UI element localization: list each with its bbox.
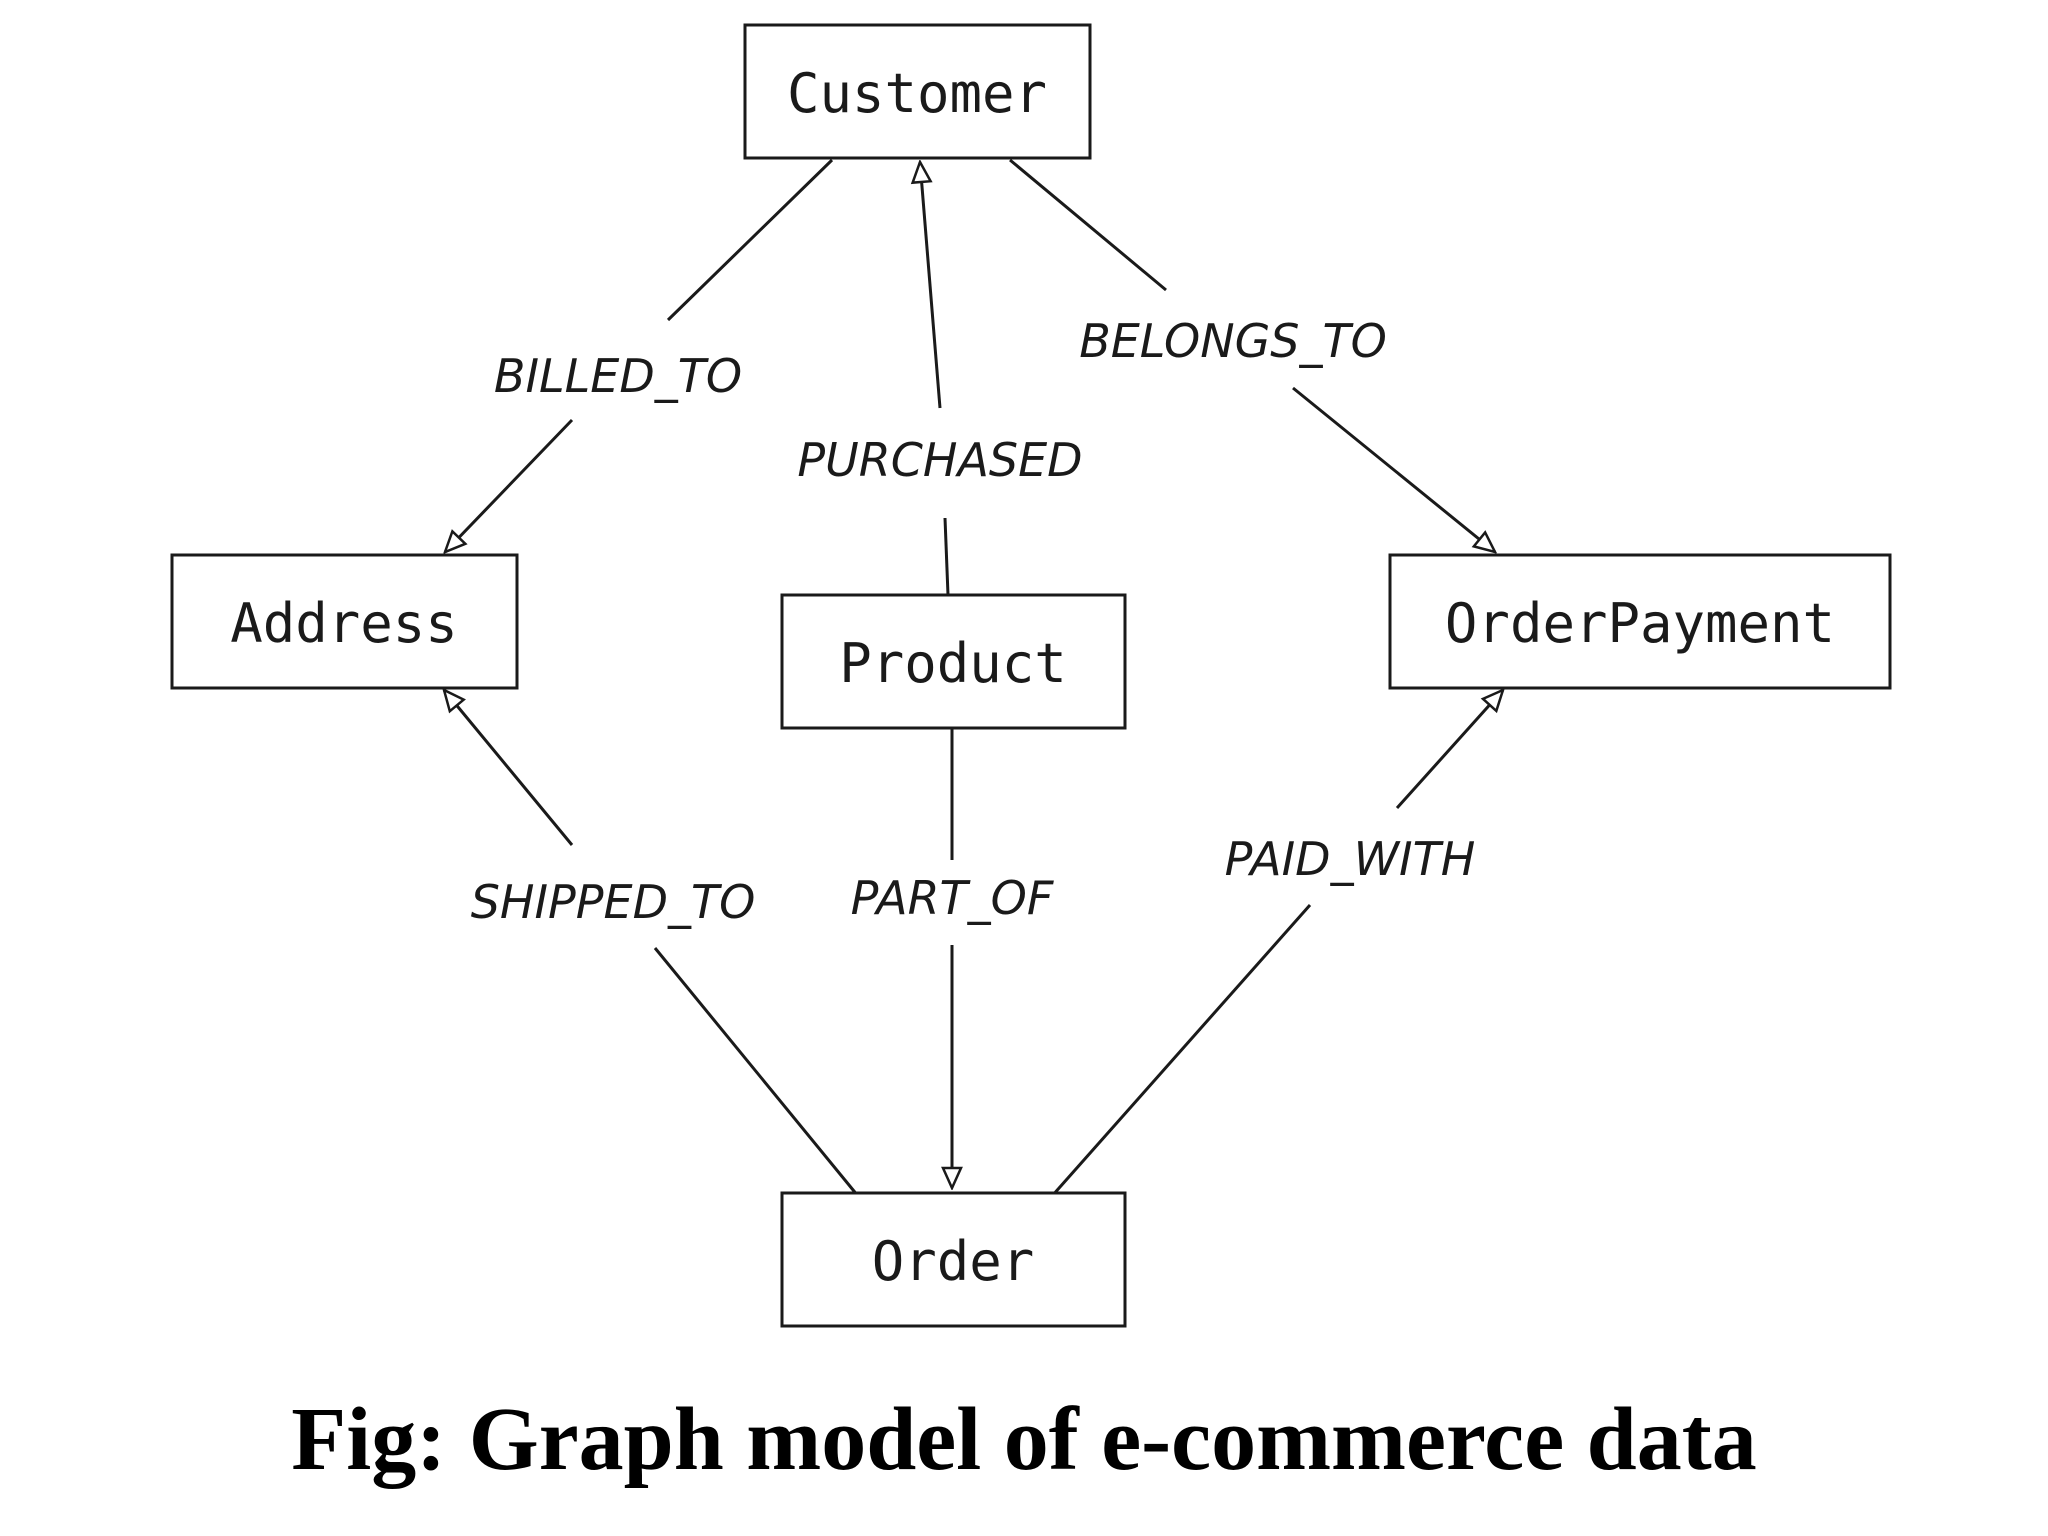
edge-label-part-of: PART_OF: [851, 871, 1054, 925]
node-product-label: Product: [839, 632, 1067, 695]
edge-billed-to-segment-start: [666, 158, 834, 322]
node-product-box: [780, 593, 1127, 730]
node-order-payment-box: [1388, 553, 1892, 690]
edge-label-shipped-to: SHIPPED_TO: [471, 875, 756, 929]
edge-label-purchased: PURCHASED: [797, 433, 1082, 487]
edge-shipped-to-segment-start: [653, 947, 860, 1197]
edge-paid-with-segment-start: [1050, 904, 1312, 1197]
edge-purchased-segment-start: [943, 517, 950, 596]
edge-label-belongs-to: BELONGS_TO: [1079, 314, 1387, 368]
edges: BILLED_TO PURCHASED BELONGS_TO SHIPPED_T…: [444, 158, 1503, 1197]
edge-label-paid-with: PAID_WITH: [1225, 832, 1476, 886]
node-order-label: Order: [872, 1230, 1035, 1293]
edge-label-billed-to: BILLED_TO: [494, 349, 742, 403]
node-order: Order: [780, 1191, 1127, 1328]
edge-billed-to-segment-end: [445, 418, 574, 552]
node-customer-label: Customer: [787, 62, 1047, 125]
edge-shipped-to-segment-end: [444, 690, 574, 846]
node-customer: Customer: [743, 23, 1092, 160]
node-address: Address: [170, 553, 519, 690]
node-product: Product: [780, 593, 1127, 730]
edge-purchased-segment-end: [920, 162, 942, 409]
node-order-payment: OrderPayment: [1388, 553, 1892, 690]
node-address-box: [170, 553, 519, 690]
figure-caption: Fig: Graph model of e-commerce data: [291, 1390, 1757, 1489]
node-customer-box: [743, 23, 1092, 160]
edge-paid-with-segment-end: [1395, 690, 1503, 810]
node-order-box: [780, 1191, 1127, 1328]
edge-belongs-to-segment-start: [1009, 158, 1167, 292]
node-address-label: Address: [230, 592, 458, 655]
edge-belongs-to-segment-end: [1292, 386, 1495, 552]
node-order-payment-label: OrderPayment: [1445, 592, 1835, 655]
